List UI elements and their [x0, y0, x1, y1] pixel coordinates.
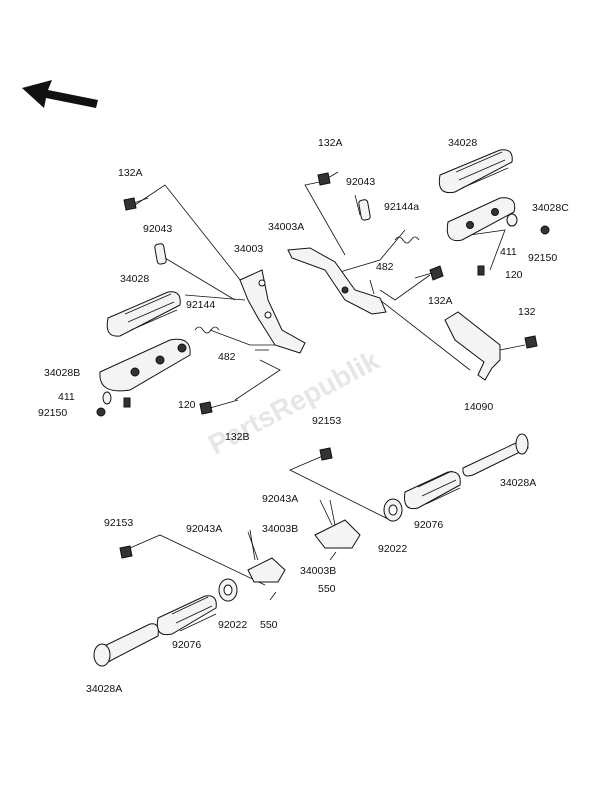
- label-34003b: 34003B: [300, 565, 336, 577]
- label-132a: 132A: [118, 167, 143, 179]
- label-92150: 92150: [528, 252, 557, 264]
- washer-411-left: [102, 391, 112, 405]
- footrest-34028c: [446, 197, 516, 242]
- label-92144a: 92144a: [384, 201, 419, 213]
- pin-92043-left: [154, 243, 167, 265]
- label-92022: 92022: [378, 543, 407, 555]
- bracket-34003b-right: [314, 519, 361, 549]
- label-92153: 92153: [104, 517, 133, 529]
- label-132a: 132A: [428, 295, 453, 307]
- footpeg-34028a-left: [93, 623, 159, 667]
- pin-92043a-left: [247, 531, 259, 561]
- bolt-120-right: [477, 265, 485, 276]
- bolt-92153-left: [119, 545, 133, 559]
- label-550: 550: [318, 583, 336, 595]
- label-34003a: 34003A: [268, 221, 304, 233]
- label-34028c: 34028C: [532, 202, 569, 214]
- label-132b: 132B: [225, 431, 250, 443]
- label-92043a: 92043A: [262, 493, 298, 505]
- bracket-34003a: [287, 247, 387, 315]
- label-34003: 34003: [234, 243, 263, 255]
- label-34028: 34028: [120, 273, 149, 285]
- label-92022: 92022: [218, 619, 247, 631]
- bolt-132b: [199, 399, 239, 415]
- label-92043: 92043: [143, 223, 172, 235]
- label-92076: 92076: [172, 639, 201, 651]
- bolt-132a-right: [414, 265, 444, 281]
- grip-92076-left: [156, 595, 217, 636]
- label-120: 120: [178, 399, 196, 411]
- label-411: 411: [58, 391, 75, 403]
- washer-92022-right: [383, 498, 403, 522]
- label-120: 120: [505, 269, 523, 281]
- label-92144: 92144: [186, 299, 215, 311]
- label-92150: 92150: [38, 407, 67, 419]
- label-34028b: 34028B: [44, 367, 80, 379]
- bracket-34003b-left: [247, 557, 286, 583]
- bolt-132-right: [524, 335, 538, 349]
- label-34028: 34028: [448, 137, 477, 149]
- screw-92150-right: [540, 225, 550, 235]
- label-34028a: 34028A: [500, 477, 536, 489]
- cotter-550-left: [269, 591, 277, 601]
- spring-92144-left: [194, 326, 220, 334]
- spring-92144a: [394, 236, 420, 244]
- label-132: 132: [518, 306, 536, 318]
- bolt-92153-right: [319, 447, 333, 461]
- bolt-132a-left: [123, 197, 149, 211]
- heel-guard-14090: [444, 311, 501, 381]
- front-arrow-icon: [22, 80, 98, 108]
- footrest-34028b: [99, 338, 191, 392]
- label-411: 411: [500, 246, 517, 258]
- footrest-rubber-34028-left: [106, 291, 181, 337]
- label-34003b: 34003B: [262, 523, 298, 535]
- label-92153: 92153: [312, 415, 341, 427]
- label-34028a: 34028A: [86, 683, 122, 695]
- washer-411-right: [506, 213, 518, 227]
- footpeg-34028a-right: [462, 433, 529, 477]
- label-92043: 92043: [346, 176, 375, 188]
- washer-92022-left: [218, 578, 238, 602]
- bracket-34003: [239, 269, 306, 354]
- bolt-120-left: [123, 397, 131, 408]
- cotter-550-right: [329, 551, 337, 561]
- label-482: 482: [376, 261, 394, 273]
- label-92076: 92076: [414, 519, 443, 531]
- label-132a: 132A: [318, 137, 343, 149]
- clip-482-right: [369, 279, 375, 295]
- screw-92150-left: [96, 407, 106, 417]
- label-550: 550: [260, 619, 278, 631]
- pin-92043-right: [358, 199, 371, 221]
- leader-lines: [129, 179, 526, 586]
- part-labels: 132A 92043 34003 34028 92144 482 34028B …: [38, 137, 569, 695]
- label-482: 482: [218, 351, 236, 363]
- label-92043a: 92043A: [186, 523, 222, 535]
- bolt-132a-top: [317, 171, 339, 186]
- grip-92076-right: [404, 470, 461, 510]
- label-14090: 14090: [464, 401, 493, 413]
- pin-92043a-right: [319, 499, 333, 526]
- footrest-rubber-34028-right: [438, 149, 513, 194]
